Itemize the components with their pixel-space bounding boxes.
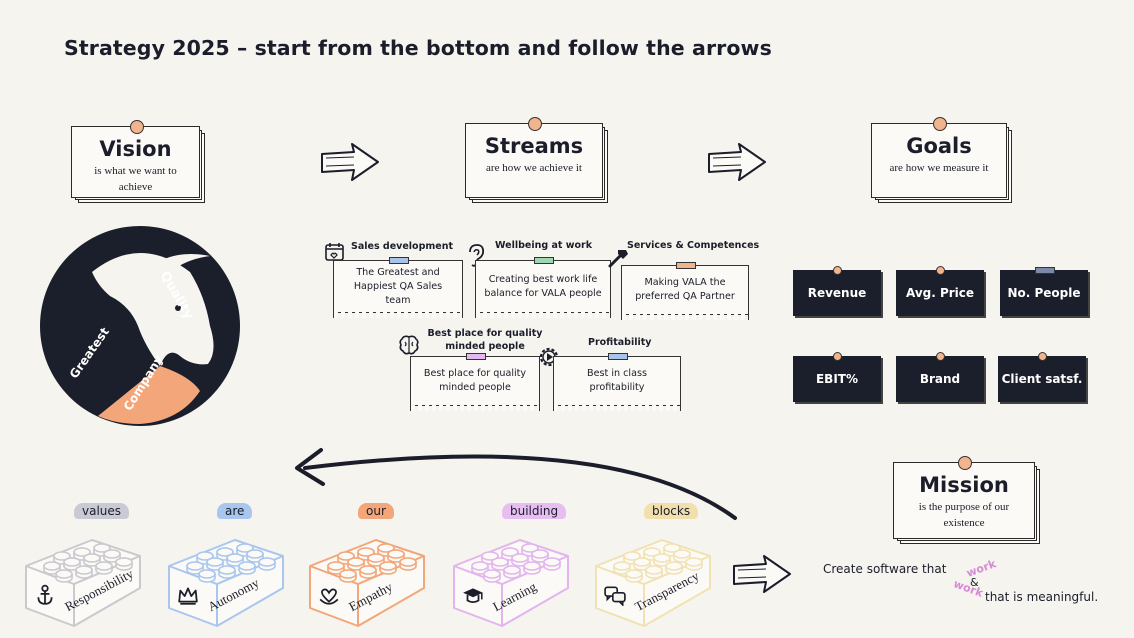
value-tag-building: building xyxy=(502,503,567,519)
vision-subtitle: is what we want to achieve xyxy=(94,165,177,193)
stream-title-bestplace: Best place for quality minded people xyxy=(427,328,543,352)
hammer-icon xyxy=(608,250,628,268)
arrow-right-icon xyxy=(708,143,766,181)
chat-bubbles-icon xyxy=(604,584,626,611)
goal-revenue: Revenue xyxy=(793,266,881,316)
value-tag-values: values xyxy=(74,503,130,519)
goal-no-people: No. People xyxy=(1000,267,1088,316)
pin-icon xyxy=(528,117,542,131)
value-brick-autonomy xyxy=(165,522,287,635)
curved-arrow-icon xyxy=(295,448,737,520)
vision-note: Vision is what we want to achieve xyxy=(71,120,205,203)
mission-ampersand: & xyxy=(970,576,979,589)
value-brick-transparency xyxy=(592,522,714,635)
value-brick-empathy xyxy=(306,522,428,635)
arrow-right-icon xyxy=(321,143,379,181)
goals-note: Goals are how we measure it xyxy=(871,117,1012,203)
stream-card-bestplace: Best place for quality minded people xyxy=(410,353,540,411)
stream-title-services: Services & Competences xyxy=(627,240,760,251)
pin-icon xyxy=(958,456,972,470)
stream-card-services: Making VALA the preferred QA Partner xyxy=(621,262,749,320)
stream-title-profitability: Profitability xyxy=(588,337,652,348)
graduation-cap-icon xyxy=(462,584,484,611)
page-title: Strategy 2025 – start from the bottom an… xyxy=(64,36,772,60)
goal-avg-price: Avg. Price xyxy=(896,266,984,316)
stream-card-sales: The Greatest and Happiest QA Sales team xyxy=(333,257,463,318)
mission-statement-end: that is meaningful. xyxy=(985,590,1099,604)
value-brick-learning xyxy=(450,522,572,635)
mission-statement-start: Create software that xyxy=(823,562,947,576)
goat-logo: Quality Greatest Company xyxy=(40,226,240,426)
value-tag-blocks: blocks xyxy=(644,503,699,519)
streams-heading: Streams xyxy=(484,134,584,158)
stream-card-wellbeing: Creating best work life balance for VALA… xyxy=(475,257,611,318)
goal-brand: Brand xyxy=(896,352,984,402)
stream-title-sales: Sales development xyxy=(351,241,454,252)
brain-icon xyxy=(399,335,419,355)
mission-subtitle: is the purpose of our existence xyxy=(918,501,1010,529)
goal-ebit: EBIT% xyxy=(793,352,881,402)
crown-icon xyxy=(177,584,199,611)
goal-client-satisfaction: Client satsf. xyxy=(998,352,1086,402)
streams-subtitle: are how we achieve it xyxy=(486,162,582,174)
value-tag-are: are xyxy=(217,503,253,519)
pin-icon xyxy=(933,117,947,131)
mission-work-2: work xyxy=(951,577,985,600)
goals-heading: Goals xyxy=(906,134,972,158)
value-tag-our: our xyxy=(358,503,394,519)
anchor-icon xyxy=(34,584,56,611)
goals-subtitle: are how we measure it xyxy=(889,162,989,174)
stream-title-wellbeing: Wellbeing at work xyxy=(495,240,593,251)
arrow-right-icon xyxy=(733,555,791,593)
vision-heading: Vision xyxy=(99,137,172,161)
streams-note: Streams are how we achieve it xyxy=(465,117,608,203)
pin-icon xyxy=(129,120,144,134)
stream-card-profitability: Best in class profitability xyxy=(553,353,681,411)
mission-note: Mission is the purpose of our existence xyxy=(893,456,1040,544)
hands-heart-icon xyxy=(318,584,340,611)
value-brick-responsibility xyxy=(22,522,144,635)
mission-heading: Mission xyxy=(919,473,1009,497)
